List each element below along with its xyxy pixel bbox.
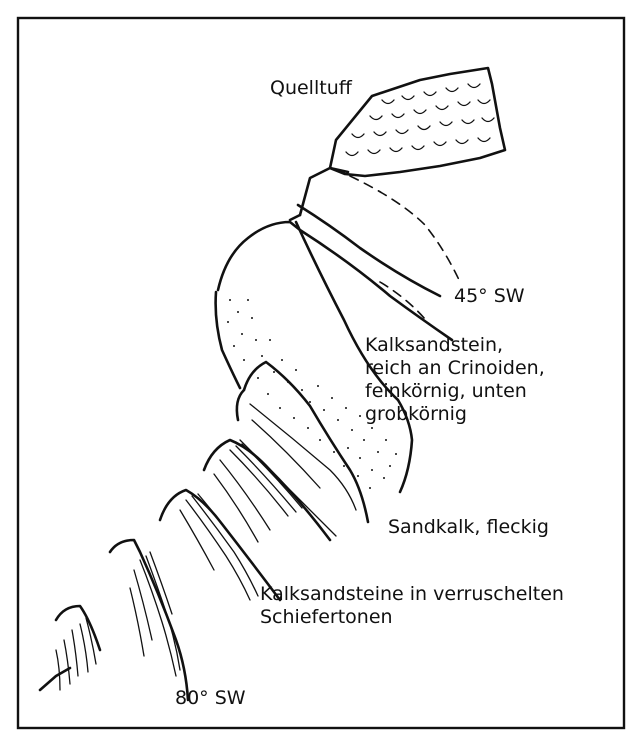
upper-ledge: [290, 168, 460, 296]
tuff-pattern: [346, 84, 494, 156]
lower-shaly-beds: [40, 440, 330, 700]
label-kalksandsteine-1: Kalksandsteine in verruschelten: [260, 582, 564, 606]
label-dip-lower: 80° SW: [175, 686, 246, 710]
label-kalksandstein-4: grobkörnig: [365, 402, 467, 426]
label-sandkalk: Sandkalk, fleckig: [388, 515, 549, 539]
label-quelltuff: Quelltuff: [270, 76, 352, 100]
label-kalksandstein-2: reich an Crinoiden,: [365, 356, 545, 380]
label-dip-upper: 45° SW: [454, 284, 525, 308]
label-kalksandstein-1: Kalksandstein,: [365, 333, 503, 357]
label-kalksandsteine-2: Schiefertonen: [260, 605, 393, 629]
quelltuff-block: [330, 68, 505, 176]
label-kalksandstein-3: feinkörnig, unten: [365, 379, 527, 403]
